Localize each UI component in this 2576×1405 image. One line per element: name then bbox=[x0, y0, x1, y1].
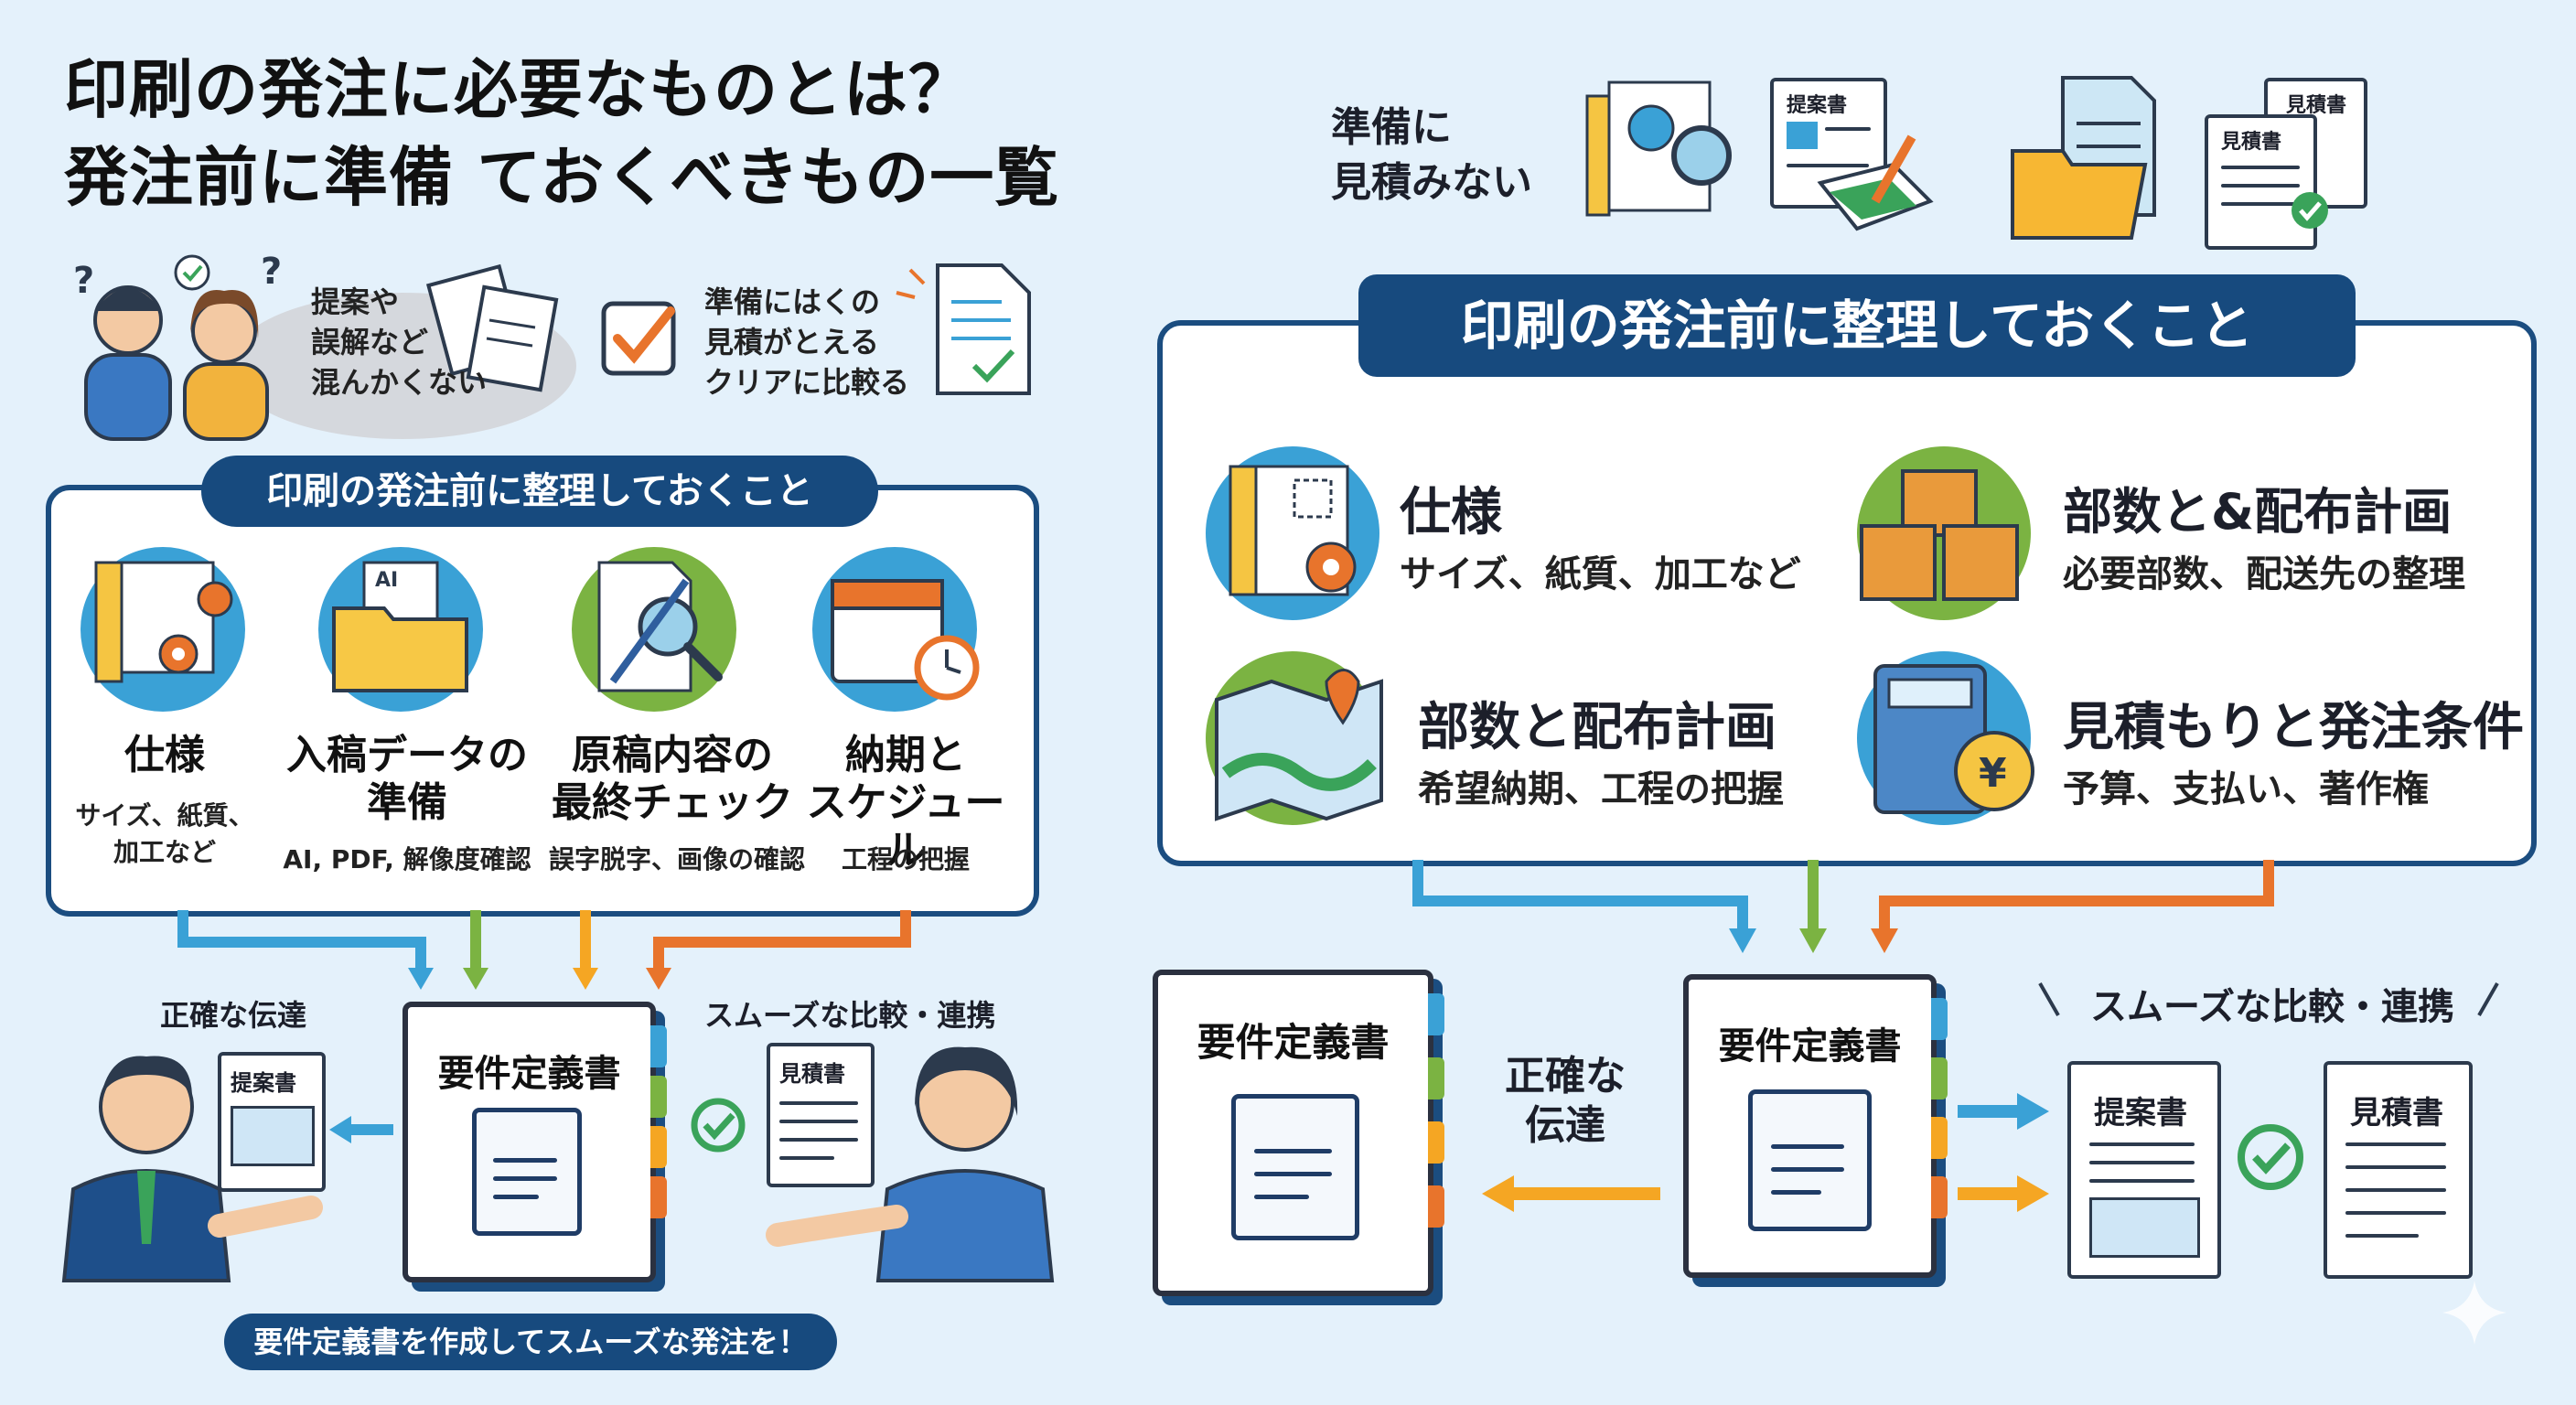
sparkle-icon bbox=[2442, 1281, 2506, 1345]
ruler-gear-magnifier-icon bbox=[1585, 80, 1732, 217]
left-estimate-label: 見積書 bbox=[779, 1061, 845, 1087]
title-line-1: 印刷の発注に必要なものとは？ bbox=[64, 52, 973, 127]
right-center-requirements-book: 要件定義書 bbox=[1683, 974, 1948, 1278]
top-proposal-label: 提案書 bbox=[1787, 94, 1848, 117]
businesswoman-icon bbox=[766, 1046, 1055, 1282]
confused-people-icon: ? ? bbox=[73, 251, 576, 441]
folder-doc-icon bbox=[2011, 76, 2156, 240]
checkbox-icon bbox=[601, 263, 1031, 395]
page-title: 印刷の発注に必要なものとは？ 発注前に準備 ておくべきもの一覧 bbox=[64, 46, 1059, 221]
left-flow-arrows bbox=[177, 910, 911, 1153]
svg-text:?: ? bbox=[73, 260, 94, 302]
check-bubble-text: 準備にはくの 見積がとえる クリアに比較る bbox=[704, 284, 910, 400]
magnifier-doc-icon bbox=[597, 561, 723, 692]
ai-file-label: AI bbox=[375, 569, 399, 592]
cardboard-boxes-icon bbox=[1860, 469, 2019, 601]
right-left-book-title: 要件定義書 bbox=[1197, 1020, 1390, 1065]
calendar-clock-icon bbox=[831, 579, 980, 701]
document-icon bbox=[1748, 1089, 1872, 1231]
left-proposal-label: 提案書 bbox=[231, 1070, 296, 1096]
right-left-requirements-book: 要件定義書 bbox=[1153, 970, 1444, 1296]
ruler-gear-icon bbox=[94, 561, 233, 683]
right-item-copies-sub: 必要部数、配送先の整理 bbox=[2063, 553, 2465, 595]
left-proposal-doc: 提案書 bbox=[218, 1052, 326, 1192]
left-item-spec-sub: サイズ、紙質、 加工など bbox=[75, 800, 254, 867]
right-accurate-label: 正確な 伝達 bbox=[1505, 1053, 1626, 1149]
right-header-text: 準備に 見積みない bbox=[1331, 104, 1532, 206]
right-center-book-title: 要件定義書 bbox=[1718, 1025, 1902, 1067]
document-icon bbox=[472, 1108, 582, 1236]
right-item-spec-label: 仕様 bbox=[1400, 483, 1502, 542]
left-item-schedule-sub: 工程の把握 bbox=[841, 844, 970, 874]
confused-bubble-text: 提案や 誤解など 混んかくない bbox=[311, 284, 488, 400]
left-footer-banner: 要件定義書を作成してスムーズな発注を！ bbox=[224, 1314, 837, 1370]
left-book-title: 要件定義書 bbox=[437, 1053, 621, 1095]
left-item-data-sub: AI, PDF, 解像度確認 bbox=[283, 844, 531, 874]
top-estimate-back-label: 見積書 bbox=[2286, 94, 2347, 117]
folder-ai-icon bbox=[332, 561, 468, 692]
right-item-distribution-label: 部数と配布計画 bbox=[1418, 698, 1776, 757]
document-icon bbox=[1231, 1094, 1359, 1240]
right-panel-heading: 印刷の発注前に整理しておくこと bbox=[1358, 274, 2356, 377]
right-item-estimate-sub: 予算、支払い、著作権 bbox=[2063, 768, 2429, 810]
left-estimate-doc: 見積書 bbox=[767, 1043, 875, 1187]
right-item-distribution-sub: 希望納期、工程の把握 bbox=[1418, 768, 1784, 810]
pen-paper-icon bbox=[1817, 134, 1934, 231]
left-requirements-book: 要件定義書 bbox=[402, 1002, 667, 1282]
left-item-check-label: 原稿内容の 最終チェック bbox=[552, 732, 793, 826]
right-estimate-label: 見積書 bbox=[2350, 1095, 2443, 1132]
right-item-copies-label: 部数と&配布計画 bbox=[2063, 483, 2453, 541]
right-proposal-doc: 提案書 bbox=[2067, 1061, 2221, 1279]
businessman-icon bbox=[61, 1056, 323, 1282]
left-item-check-sub: 誤字脱字、画像の確認 bbox=[548, 844, 805, 874]
top-estimate-front-label: 見積書 bbox=[2221, 131, 2282, 154]
right-item-spec-sub: サイズ、紙質、加工など bbox=[1400, 553, 1801, 595]
left-item-schedule-label: 納期と スケジュール bbox=[806, 732, 1005, 874]
yen-symbol: ¥ bbox=[1979, 750, 2007, 797]
spec-ruler-gear-icon bbox=[1229, 465, 1357, 596]
top-estimate-doc-front: 見積書 bbox=[2205, 114, 2317, 250]
checkbox-illustration bbox=[599, 263, 1038, 412]
title-line-2: 発注前に準備 ておくべきもの一覧 bbox=[64, 140, 1060, 215]
right-item-estimate-label: 見積もりと発注条件 bbox=[2063, 698, 2524, 757]
confused-people-illustration: ? ? bbox=[73, 247, 585, 441]
right-estimate-doc: 見積書 bbox=[2324, 1061, 2473, 1279]
calculator-yen-icon bbox=[1873, 664, 2034, 814]
left-accurate-label: 正確な伝達 bbox=[160, 998, 307, 1033]
right-checklist-panel bbox=[1157, 320, 2537, 866]
left-item-spec-label: 仕様 bbox=[124, 732, 205, 778]
svg-text:?: ? bbox=[261, 251, 282, 293]
left-smooth-label: スムーズな比較・連携 bbox=[704, 998, 996, 1033]
right-proposal-label: 提案書 bbox=[2094, 1095, 2187, 1132]
left-item-data-label: 入稿データの 準備 bbox=[286, 732, 528, 826]
map-pin-icon bbox=[1215, 669, 1383, 821]
right-smooth-label: スムーズな比較・連携 bbox=[2090, 986, 2454, 1028]
check-badge-icon bbox=[2292, 192, 2328, 229]
left-panel-heading: 印刷の発注前に整理しておくこと bbox=[201, 456, 878, 527]
